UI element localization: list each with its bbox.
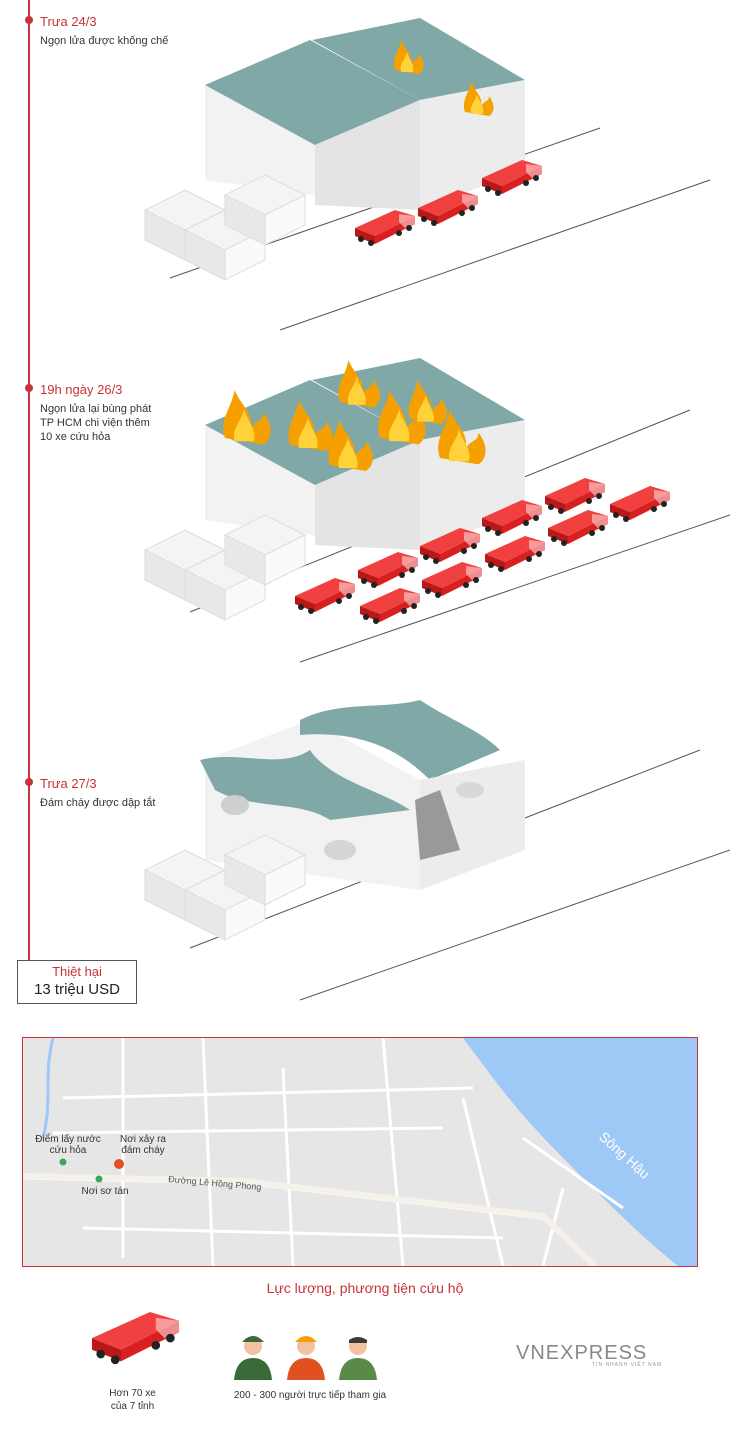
- step1-description: Ngọn lửa được khống chế: [40, 35, 169, 47]
- step3-description: Đám cháy được dập tắt: [40, 797, 156, 809]
- fire-point-label: Nơi xảy ra đám cháy: [119, 1134, 166, 1156]
- scene-step2: [144, 358, 730, 663]
- damage-label: Thiệt hại: [52, 964, 102, 979]
- people-caption: 200 - 300 người trực tiếp tham gia: [233, 1390, 387, 1401]
- fire-truck-icon: [485, 536, 545, 572]
- fire-truck-icon: [360, 588, 420, 624]
- timeline-line: [28, 0, 30, 960]
- fire-truck-icon: [355, 210, 415, 246]
- road-label: Đường Lê Hồng Phong: [168, 1174, 262, 1192]
- fire-truck-icon: [92, 1312, 179, 1365]
- flame-icon: [338, 360, 380, 408]
- forces-title: Lực lượng, phương tiện cứu hộ: [266, 1280, 464, 1296]
- vnexpress-logo-tagline: TIN NHANH VIỆT NAM: [592, 1362, 663, 1368]
- damage-box: Thiệt hại 13 triệu USD: [17, 960, 137, 1004]
- timeline-dot: [25, 16, 33, 24]
- vnexpress-logo: VNEXPRESS: [516, 1342, 648, 1364]
- step2-description-2: TP HCM chi viện thêm: [40, 417, 150, 429]
- water-point-label: Điểm lấy nước cứu hỏa: [35, 1134, 101, 1156]
- vehicles-line1: Hơn 70 xe: [109, 1388, 156, 1399]
- boxes: [144, 514, 306, 621]
- fire-truck-icon: [358, 552, 418, 588]
- timeline-dot: [25, 778, 33, 786]
- step2-title: 19h ngày 26/3: [40, 382, 123, 397]
- step2-description-3: 10 xe cứu hỏa: [40, 431, 111, 443]
- vehicles-line2: của 7 tỉnh: [110, 1401, 155, 1412]
- boxes: [144, 174, 306, 281]
- damage-value: 13 triệu USD: [34, 981, 120, 998]
- flame-icon: [223, 390, 271, 445]
- fire-truck-icon: [422, 562, 482, 598]
- step2-description-1: Ngọn lửa lại bùng phát: [40, 403, 152, 415]
- fire-truck-icon: [545, 478, 605, 514]
- river: [463, 1038, 697, 1266]
- fire-truck-icon: [548, 510, 608, 546]
- rescue-personnel-icon: [234, 1336, 377, 1380]
- fire-truck-icon: [295, 578, 355, 614]
- step3-title: Trưa 27/3: [40, 776, 97, 791]
- timeline-dot: [25, 384, 33, 392]
- location-map: Sông Hậu Đường Lê Hồng Phong Điểm lấy nư…: [22, 1037, 698, 1267]
- fire-truck-icon: [610, 486, 670, 522]
- evacuation-label: Nơi sơ tán: [81, 1186, 129, 1197]
- scene-step3: [144, 700, 730, 1001]
- scene-step1: [144, 18, 711, 331]
- step1-title: Trưa 24/3: [40, 14, 97, 29]
